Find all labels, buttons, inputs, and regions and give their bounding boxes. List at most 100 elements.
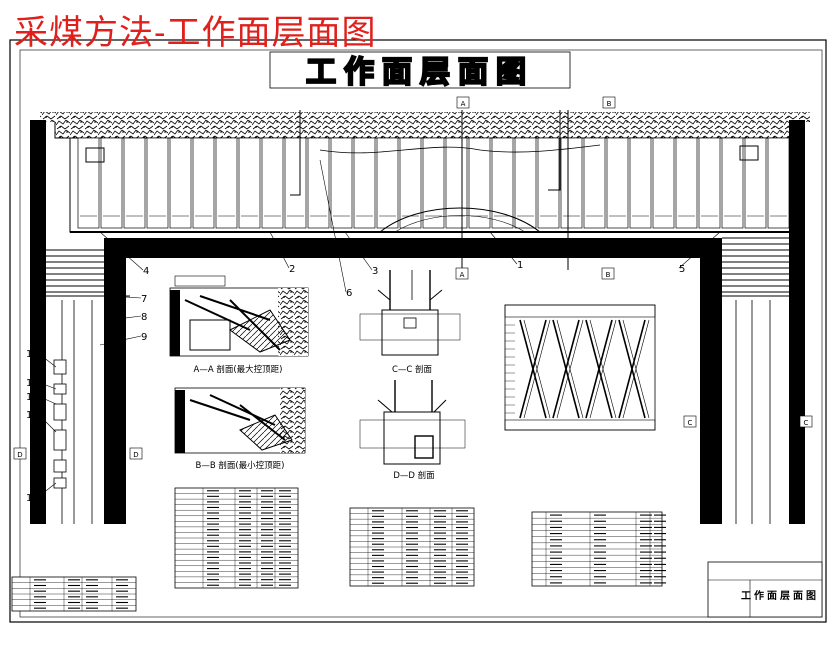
callout-number: 14: [26, 493, 39, 504]
callout-number: 3: [372, 266, 378, 277]
callout-leader: [344, 231, 373, 271]
support-panel: [169, 137, 192, 229]
callout-leader: [269, 231, 290, 269]
support-panel: [146, 137, 169, 229]
support-panel: [468, 137, 491, 229]
callout-leader: [109, 295, 142, 299]
table-equipment-list: [349, 507, 475, 587]
cycle-line: [622, 319, 650, 419]
support-panel: [606, 137, 629, 229]
callout-leader: [109, 315, 142, 321]
support-panel: [767, 137, 790, 229]
callout-number: 11: [26, 378, 39, 389]
callout-leader: [489, 231, 518, 265]
section-mark-a-mid: A: [460, 271, 465, 279]
callout-number: 1: [517, 260, 523, 271]
cycle-line: [585, 319, 613, 419]
table-support-params: [174, 487, 299, 589]
roof-rock-band: [40, 112, 810, 139]
callout-number: 5: [679, 264, 685, 275]
table-technical-indices: [531, 511, 666, 587]
section-bb-caption: B—B 剖面(最小控顶距): [196, 460, 285, 471]
cycle-line: [589, 319, 617, 419]
section-mark-c-right: C: [804, 419, 809, 427]
support-panel: [652, 137, 675, 229]
callout-leader: [37, 413, 57, 433]
drawing-title-block: 工作面层面图: [269, 51, 571, 91]
support-panel: [307, 137, 330, 229]
callout-leader: [678, 231, 721, 269]
cycle-line: [523, 319, 551, 419]
section-labels: A B A B C C D D: [13, 96, 813, 460]
callout-number: 6: [346, 288, 352, 299]
support-panel: [284, 137, 307, 229]
support-marker-right: [739, 145, 759, 161]
section-cut-lines: [30, 110, 800, 297]
callout-leader: [99, 335, 142, 346]
cycle-line: [556, 319, 584, 419]
overlay-title: 采煤方法-工作面层面图: [14, 13, 377, 53]
section-aa: A—A 剖面(最大控顶距): [169, 275, 309, 375]
data-tables: [11, 487, 666, 612]
section-aa-caption: A—A 剖面(最大控顶距): [194, 364, 283, 375]
section-mark-c-left: C: [688, 419, 693, 427]
callout-number: 9: [141, 332, 147, 343]
support-panel: [514, 137, 537, 229]
support-panel: [629, 137, 652, 229]
support-panel: [698, 137, 721, 229]
section-bb: B—B 剖面(最小控顶距): [174, 387, 306, 471]
support-panel: [744, 137, 767, 229]
support-panel: [399, 137, 422, 229]
section-mark-a-top: A: [461, 100, 466, 108]
support-panel: [353, 137, 376, 229]
callout-leader: [37, 352, 57, 368]
support-panel: [192, 137, 215, 229]
right-gate-conveyor: [722, 237, 789, 293]
support-panel: [238, 137, 261, 229]
section-mark-b-mid: B: [606, 271, 611, 279]
section-cc-caption: C—C 剖面: [392, 364, 433, 375]
support-panel: [376, 137, 399, 229]
support-panel: [77, 137, 100, 229]
callout-leader: [37, 395, 57, 405]
support-panel: [675, 137, 698, 229]
cycle-line: [519, 319, 547, 419]
callout-number: 13: [26, 410, 39, 421]
left-gate-conveyor: [46, 249, 104, 293]
cycle-line: [618, 319, 646, 419]
callout-leader: [99, 231, 144, 271]
table-legend: [11, 576, 137, 612]
support-panel: [583, 137, 606, 229]
support-panel: [330, 137, 353, 229]
support-panel: [215, 137, 238, 229]
callout-leader: [37, 482, 57, 498]
cycle-operation-chart: [504, 304, 656, 431]
support-marker-left: [85, 147, 105, 163]
support-panel: [721, 137, 744, 229]
support-panel: [537, 137, 560, 229]
drawing-frame: [9, 39, 827, 623]
section-cc: C—C 剖面: [359, 270, 461, 375]
cycle-line: [552, 319, 580, 419]
section-mark-d-left: D: [17, 451, 22, 459]
drawing-title: 工作面层面图: [306, 55, 534, 90]
support-panel: [261, 137, 284, 229]
title-block-name: 工作面层面图: [741, 589, 819, 602]
callout-number: 2: [289, 264, 295, 275]
section-dd: D—D 剖面: [359, 380, 466, 481]
support-panel: [422, 137, 445, 229]
section-dd-caption: D—D 剖面: [393, 470, 435, 481]
left-roadway-equipment: [53, 359, 67, 489]
title-block: 工作面层面图: [707, 561, 823, 618]
support-panel: [100, 137, 123, 229]
callout-number: 10: [26, 349, 39, 360]
callout-number: 12: [26, 392, 39, 403]
callout-number: 7: [141, 294, 147, 305]
callout-leader: [37, 381, 57, 390]
callout-leader: [319, 159, 347, 293]
support-panel: [445, 137, 468, 229]
support-panel: [491, 137, 514, 229]
callout-number: 4: [143, 266, 149, 277]
